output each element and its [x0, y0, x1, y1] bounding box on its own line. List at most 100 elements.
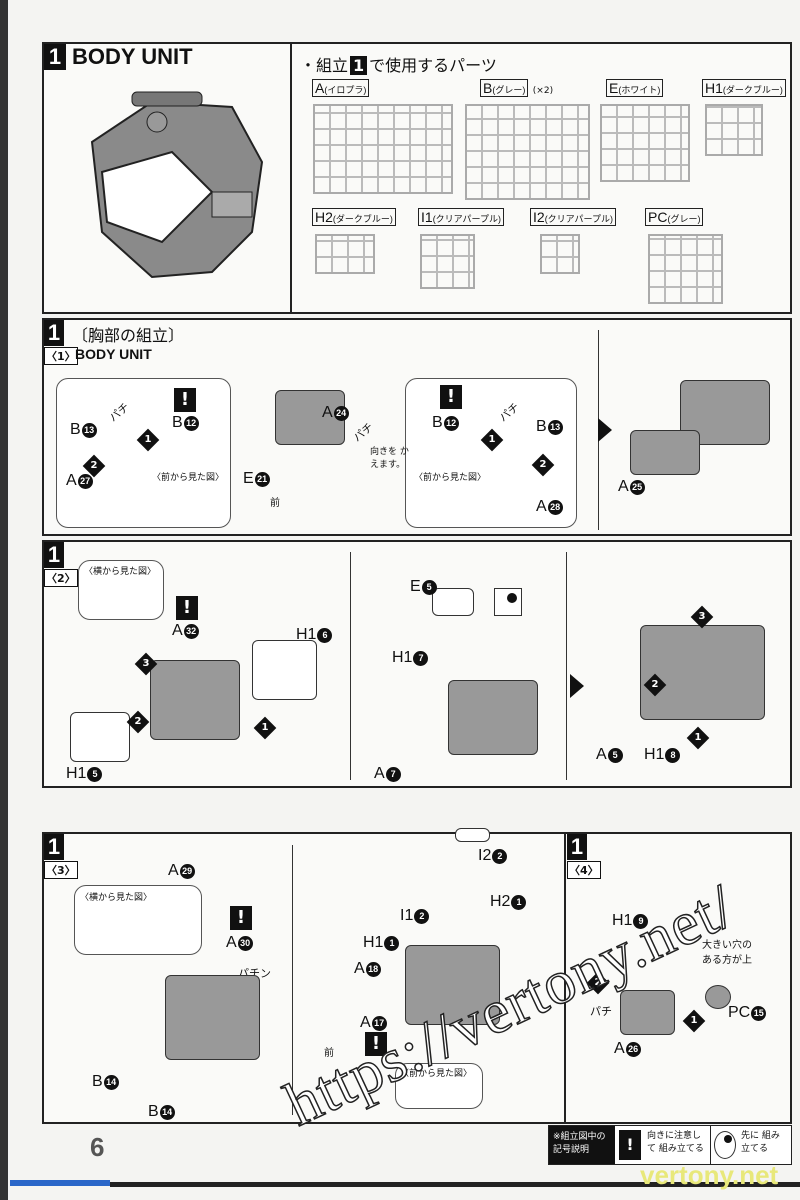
step4-pachi: パチ: [590, 1005, 612, 1018]
parts-title-num: 1: [350, 56, 368, 75]
part-illustration: [640, 625, 765, 720]
step2-number: 1: [44, 542, 64, 568]
step2-sub: 〈2〉: [44, 569, 78, 587]
step1-sub: 〈1〉: [44, 347, 78, 365]
step3-front-view: 〈前から見た図〉: [400, 1069, 473, 1079]
step3-side-view-bubble: [74, 885, 202, 955]
part-illustration: [150, 660, 240, 740]
next-arrow-icon: [598, 418, 612, 442]
step1-subtitle: BODY UNIT: [75, 346, 152, 362]
next-arrow-icon: [570, 674, 584, 698]
parts-title-post: で使用するパーツ: [369, 56, 497, 75]
step-arrow-1: 1: [253, 716, 277, 740]
step4-sub: 〈4〉: [567, 861, 601, 879]
step1-left-detail: [56, 378, 231, 528]
warning-icon: !: [619, 1130, 641, 1160]
runner-a: [313, 104, 453, 194]
runner-b: [465, 104, 590, 200]
runner-label-i1: I1(クリアパープル): [418, 208, 504, 226]
part-illustration: [630, 430, 700, 475]
legend-warn: 向きに注意して 組み立てる: [645, 1126, 711, 1164]
step4-number: 1: [567, 834, 587, 860]
runner-label-i2: I2(クリアパープル): [530, 208, 616, 226]
step2-divider-2: [566, 552, 567, 780]
runner-b-multiplier: (×2): [532, 86, 554, 96]
runner-i1: [420, 234, 475, 289]
step1-turn-note: 向きを かえます。: [370, 447, 409, 470]
step1-title: 〔胸部の組立〕: [72, 326, 185, 345]
runner-label-e: E(ホワイト): [606, 79, 664, 97]
step-arrow-1: 1: [136, 428, 160, 452]
step4-divider: [564, 832, 566, 1124]
legend-first: 先に 組み立てる: [741, 1131, 780, 1154]
runner-i2: [540, 234, 580, 274]
step4-hole-note: 大きい穴の ある方が上: [702, 940, 752, 966]
page-number: 6: [90, 1132, 105, 1162]
step1-number: 1: [44, 320, 64, 346]
runner-h2: [315, 234, 375, 274]
step3-divider: [292, 845, 293, 1115]
warning-icon: !: [440, 385, 462, 409]
step-arrow-2: 2: [531, 453, 555, 477]
binding-edge-blue: [10, 1180, 110, 1186]
step-arrow-3: 3: [690, 605, 714, 629]
step1-front-view-right: 〈前から見た図〉: [414, 473, 487, 483]
warning-icon: !: [176, 596, 198, 620]
step-arrow-3: 3: [134, 652, 158, 676]
part-illustration: [432, 588, 474, 616]
page-bottom-edge: [110, 1182, 800, 1187]
header-divider: [290, 42, 292, 314]
part-illustration: [165, 975, 260, 1060]
runner-label-a: A(イロプラ): [312, 79, 370, 97]
step2-side-view-bubble: [78, 560, 164, 620]
part-illustration: [252, 640, 317, 700]
step1-front-view-left: 〈前から見た図〉: [152, 473, 225, 483]
part-illustration: [705, 985, 731, 1009]
runner-label-h2: H2(ダークブルー): [312, 208, 396, 226]
parts-title-pre: ・組立: [300, 56, 349, 75]
runner-label-b: B(グレー) (×2): [480, 79, 554, 97]
first-assemble-icon: [494, 588, 522, 616]
step-arrow-1: 1: [686, 726, 710, 750]
header-title: BODY UNIT: [72, 44, 193, 69]
part-illustration: [620, 990, 675, 1035]
part-illustration: [70, 712, 130, 762]
step3-front-label: 前: [324, 1048, 334, 1059]
part-illustration: [448, 680, 538, 755]
step2-side-view: 〈横から見た図〉: [84, 567, 157, 577]
warning-icon: !: [365, 1032, 387, 1056]
watermark-corner: vertony.net: [640, 1160, 779, 1190]
step3-sub: 〈3〉: [44, 861, 78, 879]
body-unit-illustration: [90, 91, 264, 279]
step-arrow-1: 1: [682, 1009, 706, 1033]
runner-h1: [705, 104, 763, 156]
step-arrow-2: 2: [126, 710, 150, 734]
runner-e: [600, 104, 690, 182]
